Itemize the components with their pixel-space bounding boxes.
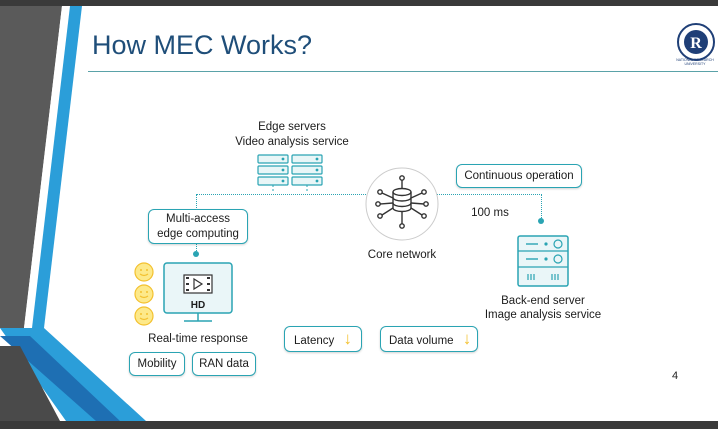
smiley-icons: [134, 262, 154, 326]
realtime-response-label: Real-time response: [148, 333, 248, 345]
mobility-box: Mobility: [129, 352, 185, 376]
title-divider: [88, 71, 718, 72]
connector-dot: [538, 218, 544, 224]
connector-line: [196, 194, 197, 208]
mec-line2: edge computing: [157, 228, 239, 240]
latency-box: Latency ↓: [284, 326, 362, 352]
core-network-label: Core network: [367, 249, 437, 261]
slide: How MEC Works? R NATIONAL RESEARCH UNIVE…: [0, 6, 718, 421]
data-volume-label: Data volume: [389, 335, 454, 347]
connector-line: [541, 194, 542, 220]
latency-label: Latency: [294, 335, 335, 347]
backend-server-icon: [517, 235, 569, 287]
backend-server-subtitle: Image analysis service: [484, 309, 602, 321]
decorative-stripes: [0, 6, 146, 421]
data-volume-down-arrow-icon: ↓: [462, 329, 472, 348]
connector-line: [196, 242, 197, 255]
core-network-icon: [365, 167, 439, 241]
data-volume-box: Data volume ↓: [380, 326, 478, 352]
hd-label: HD: [190, 300, 206, 311]
logo-caption: NATIONAL RESEARCH UNIVERSITY: [676, 58, 714, 66]
ran-data-box: RAN data: [192, 352, 256, 376]
university-logo: R: [677, 23, 715, 61]
edge-servers-subtitle: Video analysis service: [235, 136, 349, 148]
mec-box: Multi-access edge computing: [148, 209, 248, 244]
connector-dot: [193, 251, 199, 257]
page-number: 4: [672, 370, 679, 382]
edge-servers-icon: [257, 154, 323, 193]
continuous-operation-box: Continuous operation: [456, 164, 582, 188]
backend-server-title: Back-end server: [501, 295, 585, 307]
svg-text:R: R: [690, 35, 702, 52]
hd-monitor-icon: [163, 262, 233, 322]
page-title: How MEC Works?: [92, 30, 313, 60]
latency-value: 100 ms: [471, 207, 509, 219]
edge-servers-title: Edge servers: [258, 121, 326, 133]
latency-down-arrow-icon: ↓: [343, 329, 352, 348]
mec-line1: Multi-access: [166, 213, 230, 225]
